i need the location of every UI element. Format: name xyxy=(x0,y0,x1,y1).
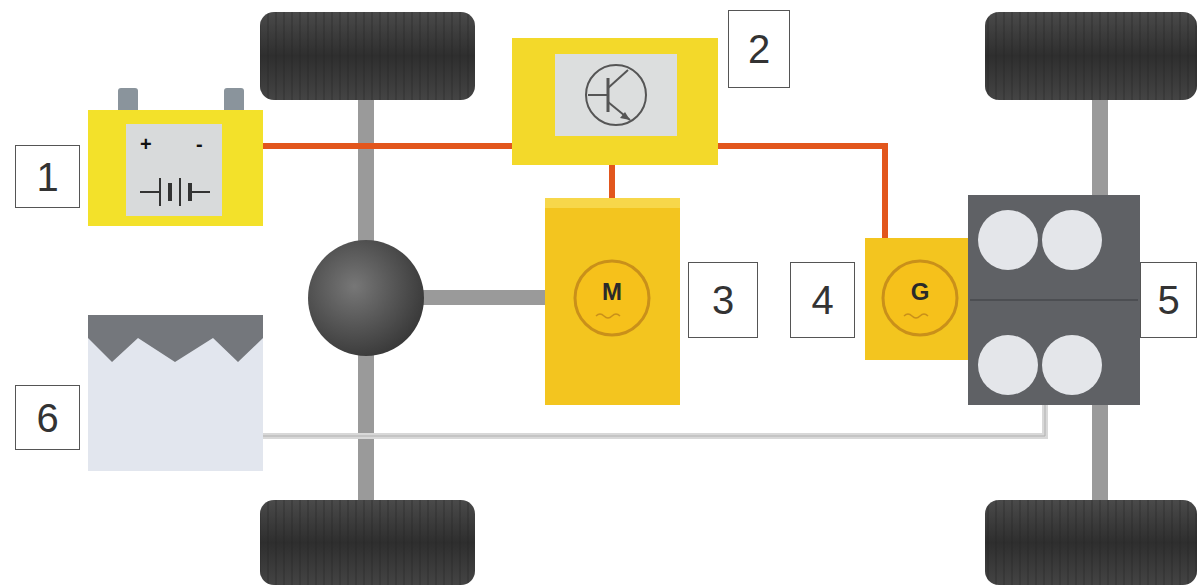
fuel-tank xyxy=(88,315,263,471)
differential xyxy=(308,240,424,356)
callout-number: 1 xyxy=(15,145,80,208)
combustion-engine xyxy=(968,195,1140,405)
callout-number: 3 xyxy=(688,262,758,338)
polarity-sign: + xyxy=(140,134,152,154)
polarity-sign: - xyxy=(196,134,203,154)
motor-symbol: M xyxy=(578,258,646,326)
battery xyxy=(88,88,263,226)
callout-number: 5 xyxy=(1140,262,1197,338)
symbol-letter: G xyxy=(911,280,930,304)
power-electronics xyxy=(512,38,718,165)
electric-motor xyxy=(545,198,680,405)
wheels xyxy=(260,12,1197,585)
callout-number: 6 xyxy=(15,385,80,450)
generator-symbol: G xyxy=(886,258,954,326)
callout-number: 2 xyxy=(728,10,790,88)
callout-number: 4 xyxy=(790,262,855,338)
symbol-letter: M xyxy=(602,280,622,304)
fuel-line-edge xyxy=(262,405,1045,436)
fuel-line xyxy=(262,405,1045,436)
generator xyxy=(865,238,975,360)
drive-shaft xyxy=(415,290,547,305)
